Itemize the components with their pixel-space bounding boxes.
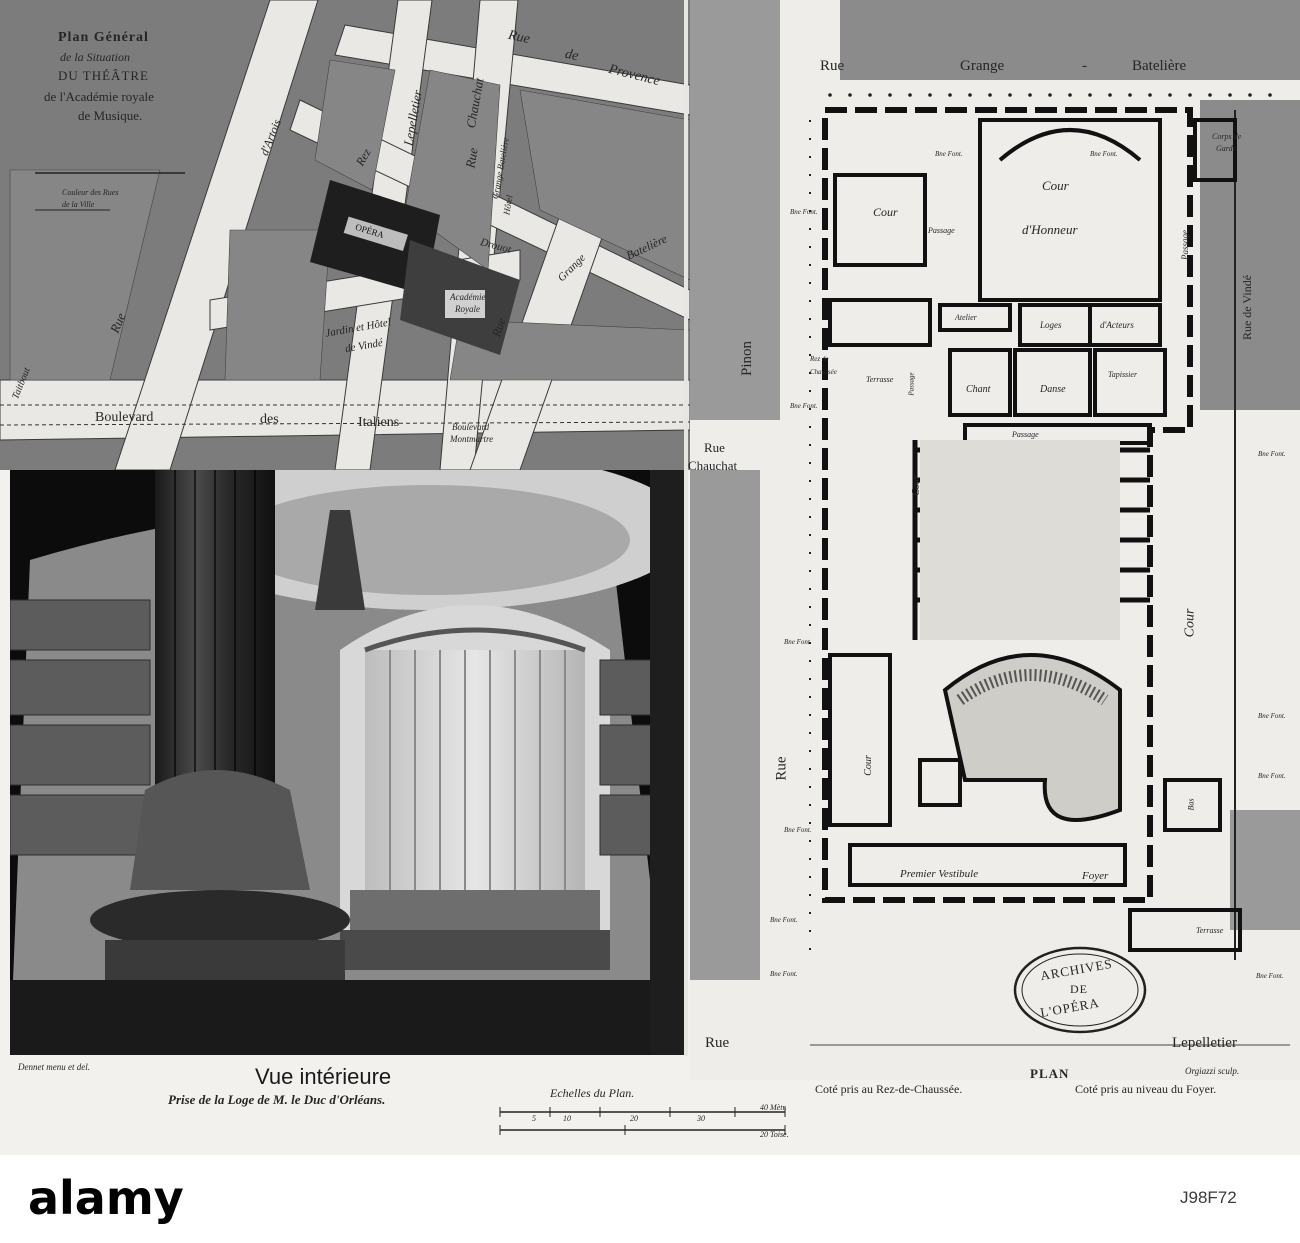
fountain-label: Bne Font. [784,826,812,834]
room-passage-1: Passage [928,226,955,235]
situation-map [0,0,690,470]
room-cour-1: Cour [873,205,898,219]
room-d-acteurs: d'Acteurs [1100,320,1134,330]
room-cour-3: Cour [862,755,874,776]
svg-text:alamy: alamy [28,1171,184,1225]
map-title-line4: de l'Académie royale [44,89,154,104]
map-title-line3: DU THÉÂTRE [58,68,150,83]
scale-mark-20: 20 [630,1114,638,1123]
room-cour-right: Cour [1182,608,1198,638]
fountain-label: Bne Font. [770,970,798,978]
room-cour-honneur-2: d'Honneur [1022,222,1078,237]
fountain-label: Bne Font. [790,402,818,410]
room-cour-honneur-1: Cour [1042,178,1069,193]
fountain-label: Bne Font. [770,916,798,924]
room-rez-1: Rez de [810,355,829,363]
interior-credit: Dennet menu et del. [18,1062,90,1072]
fountain-label: Bne Font. [1258,450,1286,458]
fountain-label: Bne Font. [790,208,818,216]
fountain-label: Bne Font. [1258,772,1286,780]
fountain-label: Bne Font. [935,150,963,158]
street-boulevard-montmartre-2: Montmartre [450,434,494,444]
scale-title: Echelles du Plan. [550,1086,635,1100]
plan-caption-title: PLAN [1030,1066,1070,1081]
plan-street-top-4: Batelière [1132,58,1187,74]
plan-street-bottom-2: Lepelletier [1172,1035,1237,1051]
room-passage-2: Passage [1012,430,1039,439]
panel-divider [684,0,688,1056]
plan-street-chauchat-1: Rue [704,440,725,455]
interior-subtitle: Prise de la Loge de M. le Duc d'Orléans. [168,1092,386,1107]
room-corps-garde-2: Garde [1216,144,1237,153]
interior-view [10,470,685,1055]
room-terrasse-1: Terrasse [866,375,894,384]
building-academie-2: Royale [455,304,480,314]
room-terrasse-2: Terrasse [1196,926,1224,935]
plan-street-pinon: Pinon [739,340,756,377]
plan-street-top-2: Grange [960,58,1005,74]
floor-plan [690,0,1300,1080]
street-des: des [260,412,279,427]
plan-street-top-3: - [1082,58,1087,74]
scale-mark-10: 10 [563,1114,571,1123]
room-tapissier: Tapissier [1108,370,1138,379]
scale-mark-30: 30 [697,1114,705,1123]
room-danse: Danse [1040,384,1066,395]
room-stair-small: Passage [907,372,916,396]
map-scale-note2: de la Ville [62,200,95,209]
room-cour-2: Cour [910,475,922,496]
map-scale-note1: Couleur des Rues [62,188,119,197]
room-passage-right: Passage [1180,230,1190,260]
plan-street-bottom-1: Rue [705,1035,730,1051]
street-italiens: Italiens [358,415,400,430]
stamp-line2: DE [1070,982,1088,996]
interior-title: Vue intérieure [255,1064,392,1089]
map-title-line1: Plan Général [58,30,149,45]
room-loges: Loges [1040,320,1062,330]
room-foyer: Foyer [1082,870,1109,882]
map-title-line5: de Musique. [78,108,143,123]
plan-scale-bar [499,1107,786,1135]
room-bas: Bas [1186,798,1196,811]
plan-street-top-1: Rue [820,58,845,74]
scale-unit-metres: 40 Mètr. [760,1103,787,1112]
room-corps-garde-1: Corps de [1212,132,1242,141]
room-chant: Chant [966,384,991,395]
stock-banner [0,1155,1300,1243]
fountain-label: Bne Font. [1258,712,1286,720]
scale-mark-5: 5 [532,1114,536,1123]
plan-caption-left: Coté pris au Rez-de-Chaussée. [815,1082,963,1096]
room-atelier: Atelier [955,313,977,322]
street-boulevard: Boulevard [95,410,154,425]
fountain-label: Bne Font. [784,638,812,646]
street-boulevard-montmartre-1: Boulevard [452,422,490,432]
plan-street-rue-left: Rue [773,756,790,781]
fountain-label: Bne Font. [1256,972,1284,980]
plan-engraver: Orgiazzi sculp. [1185,1066,1240,1076]
engraving-plate: Plan Général de la Situation DU THÉÂTRE … [0,0,1300,1155]
room-premier-vestibule: Premier Vestibule [900,868,979,880]
plan-street-chauchat-2: Chauchat [688,458,738,473]
plan-street-right: Rue de Vindé [1240,274,1255,341]
map-title-line2: de la Situation [60,50,130,64]
image-id: J98F72 [1180,1188,1237,1207]
plan-caption-right: Coté pris au niveau du Foyer. [1075,1082,1217,1096]
room-rez-2: Chaussée [810,368,837,376]
scale-unit-toises: 20 Toise. [760,1130,789,1139]
fountain-label: Bne Font. [1090,150,1118,158]
building-academie-1: Académie [450,292,486,302]
alamy-logo-icon: alamy [28,1171,184,1225]
